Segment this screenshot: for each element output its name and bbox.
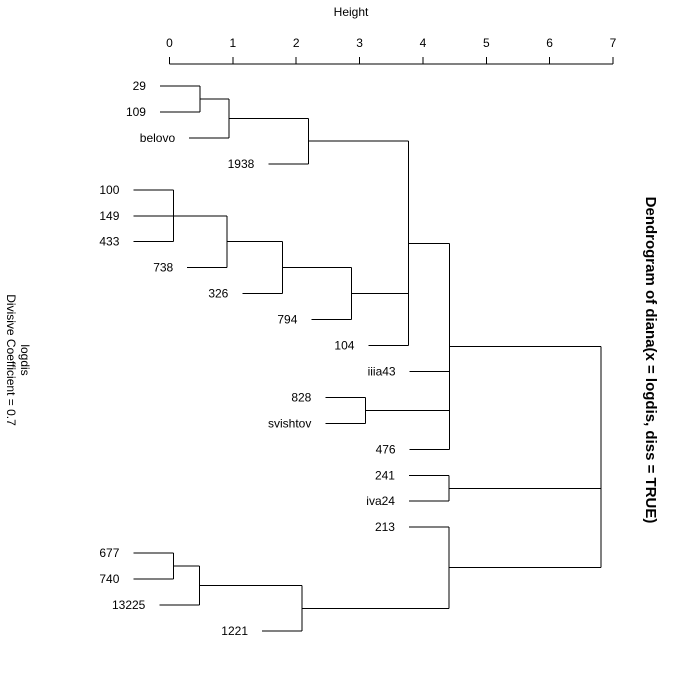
leaf-label: 1221 xyxy=(221,624,248,638)
leaf-label: 109 xyxy=(126,105,146,119)
axis-tick-label: 1 xyxy=(230,36,237,50)
leaf-label: 738 xyxy=(153,261,173,275)
axis-tick-label: 5 xyxy=(483,36,490,50)
leaf-label: 326 xyxy=(208,287,228,301)
leaf-labels: 29 109 belovo 1938 100 149 433 738 326 794 104 iiia… xyxy=(99,79,396,638)
leaf-label: iva24 xyxy=(366,494,395,508)
axis-tick-label: 6 xyxy=(546,36,553,50)
axis-tick-label: 4 xyxy=(420,36,427,50)
x-axis-label: Height xyxy=(334,5,369,19)
axis-tick-label: 2 xyxy=(293,36,300,50)
leaf-label: iiia43 xyxy=(368,364,396,378)
leaf-label: 740 xyxy=(99,572,119,586)
leaf-label: 476 xyxy=(376,442,396,456)
axis-tick-label: 0 xyxy=(166,36,173,50)
leaf-label: 433 xyxy=(99,235,119,249)
leaf-label: 794 xyxy=(277,313,297,327)
leaf-label: 149 xyxy=(99,209,119,223)
sub-label-divisive-coefficient: Divisive Coefficient = 0.7 xyxy=(4,294,18,426)
leaf-label: 29 xyxy=(133,79,147,93)
dendrogram-tree xyxy=(133,85,602,632)
leaf-label: 13225 xyxy=(112,598,146,612)
leaf-label: 213 xyxy=(375,520,395,534)
leaf-label: 104 xyxy=(334,339,354,353)
axis-tick-label: 3 xyxy=(356,36,363,50)
leaf-label: 100 xyxy=(99,183,119,197)
leaf-label: belovo xyxy=(140,131,176,145)
leaf-label: 1938 xyxy=(228,157,255,171)
height-axis: 0 1 2 3 4 5 6 7 xyxy=(166,36,617,65)
leaf-label: svishtov xyxy=(268,416,311,430)
leaf-label: 241 xyxy=(375,468,395,482)
leaf-label: 677 xyxy=(99,546,119,560)
sub-label-data-name: logdis xyxy=(18,344,32,375)
chart-title: Dendrogram of diana(x = logdis, diss = T… xyxy=(642,197,659,524)
axis-tick-label: 7 xyxy=(610,36,617,50)
leaf-label: 828 xyxy=(291,390,311,404)
